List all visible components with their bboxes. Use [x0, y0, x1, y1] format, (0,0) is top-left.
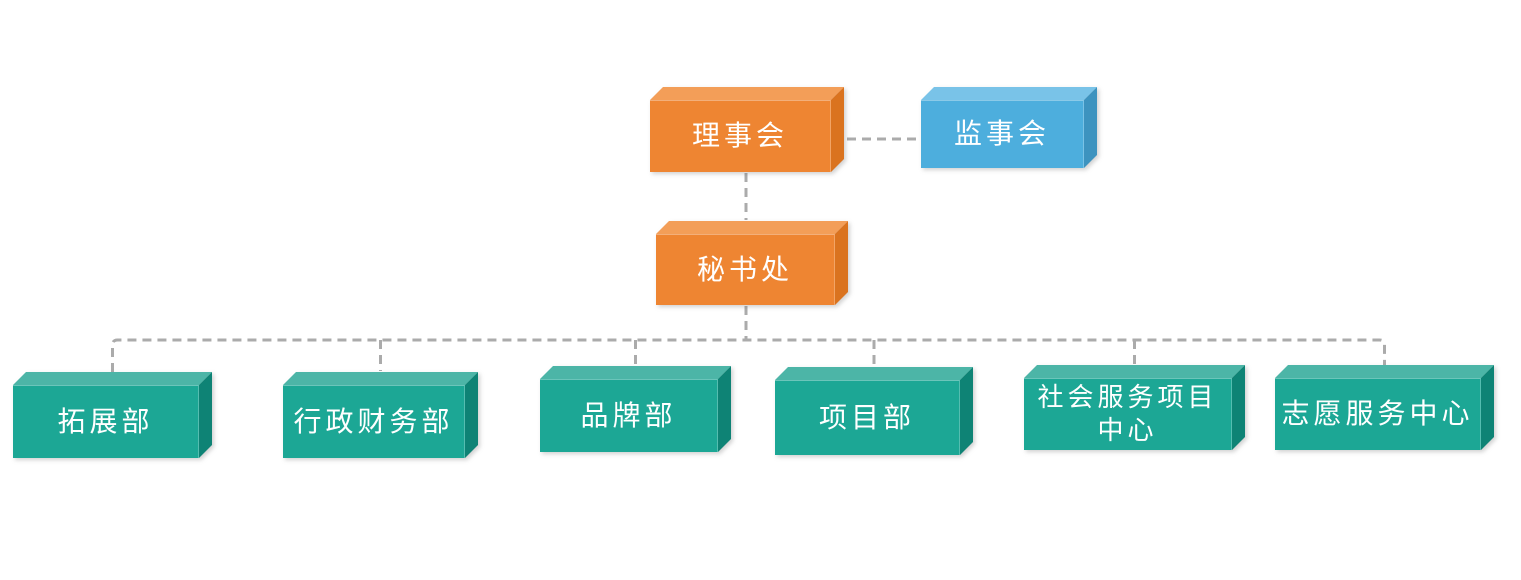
box-top-face [540, 366, 731, 379]
box-side-face [1232, 365, 1245, 450]
org-node-center-social-service: 社会服务项目中心 [1024, 365, 1245, 450]
box-side-face [960, 367, 973, 455]
box-front-face: 项目部 [775, 380, 960, 455]
org-node-label: 项目部 [818, 402, 915, 434]
box-side-face [465, 372, 478, 458]
org-node-dept-project: 项目部 [775, 367, 973, 455]
org-node-label: 监事会 [953, 119, 1050, 150]
box-front-face: 志愿服务中心 [1275, 378, 1481, 450]
box-top-face [283, 372, 478, 385]
box-side-face [831, 87, 844, 172]
org-node-label: 秘书处 [696, 254, 793, 286]
org-node-supervisory: 监事会 [921, 87, 1097, 168]
box-front-face: 行政财务部 [283, 385, 465, 458]
box-top-face [13, 372, 212, 385]
org-node-label: 理事会 [691, 121, 788, 152]
box-front-face: 品牌部 [540, 379, 718, 452]
box-top-face [921, 87, 1097, 100]
org-node-label: 志愿服务中心 [1281, 399, 1474, 430]
org-node-dept-expansion: 拓展部 [13, 372, 212, 458]
box-side-face [718, 366, 731, 452]
box-top-face [775, 367, 973, 380]
box-side-face [199, 372, 212, 458]
box-front-face: 理事会 [650, 100, 831, 172]
box-top-face [1275, 365, 1494, 378]
org-node-label: 行政财务部 [293, 406, 454, 438]
org-node-dept-admin-finance: 行政财务部 [283, 372, 478, 458]
org-node-secretariat: 秘书处 [656, 221, 848, 305]
org-node-center-volunteer: 志愿服务中心 [1275, 365, 1494, 450]
org-node-label: 品牌部 [580, 400, 677, 432]
box-top-face [656, 221, 848, 234]
box-front-face: 社会服务项目中心 [1024, 378, 1232, 450]
box-front-face: 拓展部 [13, 385, 199, 458]
org-node-dept-brand: 品牌部 [540, 366, 731, 452]
box-front-face: 监事会 [921, 100, 1084, 168]
box-side-face [1084, 87, 1097, 168]
box-top-face [1024, 365, 1245, 378]
box-top-face [650, 87, 844, 100]
org-node-label: 社会服务项目中心 [1037, 383, 1218, 445]
org-node-board: 理事会 [650, 87, 844, 172]
box-side-face [835, 221, 848, 305]
box-side-face [1481, 365, 1494, 450]
box-front-face: 秘书处 [656, 234, 835, 305]
org-node-label: 拓展部 [57, 406, 154, 438]
